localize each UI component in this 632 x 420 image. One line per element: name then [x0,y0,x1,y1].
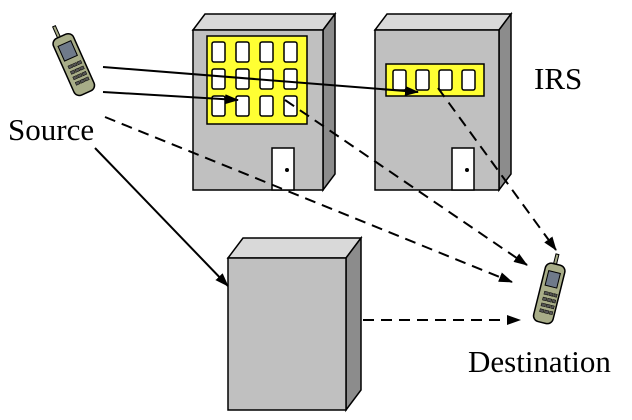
building-2-door [451,147,475,191]
building-2 [373,11,513,193]
source-phone-icon [51,25,96,97]
building-1-door-knob [285,168,289,172]
building-1-door [271,147,295,191]
building-2-top [373,13,513,31]
path-irs-to-destination [437,87,557,251]
path-building-1-to-destination [284,99,528,266]
destination-phone-icon [532,253,566,325]
building-1-window-grid [211,41,298,117]
building-1-window [235,41,250,63]
irs-label: IRS [534,61,582,96]
obstacle-block [226,235,363,413]
irs-element-grid [392,69,476,91]
building-2-front [374,29,500,191]
obstacle-block-side [345,235,362,413]
building-1-window [211,68,226,90]
building-1 [191,11,337,193]
building-1-top [191,13,337,31]
building-1-window [211,95,226,117]
irs-element [415,69,430,91]
building-1-window [259,95,274,117]
irs-element [392,69,407,91]
path-source-to-obstacle [94,147,229,287]
path-source-to-building-1 [102,91,239,105]
building-1-window [259,41,274,63]
building-1-window [283,41,298,63]
path-source-to-irs [102,66,419,96]
building-1-window [283,95,298,117]
building-2-side [498,11,512,193]
path-source-to-destination [104,116,513,283]
obstacle-block-top [226,237,363,259]
building-2-door-knob [465,168,469,172]
building-1-side [322,11,336,193]
signal-paths [94,66,557,325]
building-1-window [211,41,226,63]
irs-element [438,69,453,91]
obstacle-block-front [227,257,347,411]
source-label: Source [8,112,94,147]
building-1-window [235,95,250,117]
building-1-window [283,68,298,90]
irs-element [461,69,476,91]
destination-label: Destination [468,344,611,379]
